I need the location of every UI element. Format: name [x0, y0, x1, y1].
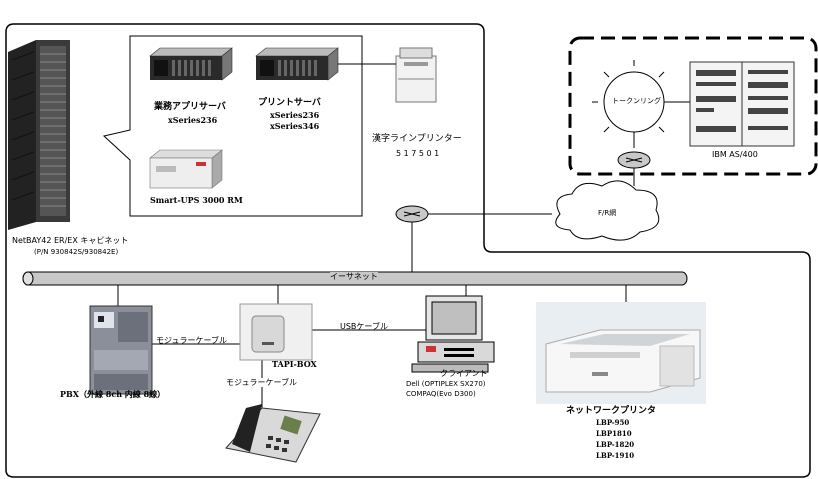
- print-server-name: プリントサーバ: [258, 98, 321, 108]
- pbx-modular-cable-label: モジュラーケーブル: [156, 336, 227, 345]
- network-printer-model-3: LBP-1820: [596, 440, 635, 449]
- usb-cable-label: USBケーブル: [340, 322, 388, 331]
- rack-cabinet-icon: [8, 40, 70, 230]
- network-printer-model-4: LBP-1910: [596, 451, 635, 460]
- network-printer-label: ネットワークプリンタ: [566, 406, 657, 416]
- client-model-1: Dell (OPTIPLEX SX270): [406, 380, 486, 388]
- host-area-boundary: [568, 36, 818, 176]
- network-printer-icon: [536, 302, 706, 404]
- admin-server-name: 業務アプリサーバ: [154, 102, 226, 112]
- server-room-boundary: [5, 23, 811, 478]
- connection-lines: [117, 63, 635, 408]
- ups-label: Smart-UPS 3000 RM: [150, 195, 243, 205]
- rack-part-number: (P/N 930842S/930842E): [34, 248, 119, 256]
- as400-host-icon: [689, 61, 795, 147]
- print-server-icon: [255, 47, 339, 81]
- token-ring-icon: [592, 60, 690, 148]
- client-label: クライアント: [440, 369, 488, 378]
- as400-label: IBM AS/400: [712, 150, 758, 159]
- print-server-model-2: xSeries346: [270, 121, 320, 131]
- line-printer-icon: [395, 47, 437, 103]
- line-printer-model: 5 1 7 5 0 1: [396, 149, 440, 158]
- admin-server-icon: [149, 47, 233, 81]
- rack-name: NetBAY42 ER/EX キャビネット: [12, 236, 129, 245]
- client-pc-icon: [411, 295, 495, 373]
- router-upper-icon: [617, 151, 651, 169]
- tapi-box-label: TAPI-BOX: [272, 359, 317, 369]
- print-server-model-1: xSeries236: [270, 110, 320, 120]
- ethernet-label: イーサネット: [330, 272, 378, 282]
- pbx-icon: [89, 305, 153, 395]
- tapi-box-icon: [239, 303, 313, 361]
- network-printer-model-2: LBP1810: [596, 429, 632, 438]
- client-model-2: COMPAQ(Evo D300): [406, 390, 476, 398]
- router-lower-icon: [395, 205, 429, 223]
- token-ring-label: トークンリング: [612, 97, 661, 105]
- network-printer-model-1: LBP-950: [596, 418, 630, 427]
- telephone-icon: [225, 404, 321, 463]
- wan-cloud-icon: [555, 180, 660, 241]
- tapi-modular-cable-label: モジュラーケーブル: [226, 378, 297, 388]
- pbx-label: PBX（外線 8ch 内線 8線）: [60, 389, 166, 399]
- admin-server-model: xSeries236: [168, 115, 218, 125]
- wan-label: F/R網: [598, 209, 617, 217]
- ups-icon: [149, 149, 223, 189]
- line-printer-name: 漢字ラインプリンター: [372, 134, 462, 144]
